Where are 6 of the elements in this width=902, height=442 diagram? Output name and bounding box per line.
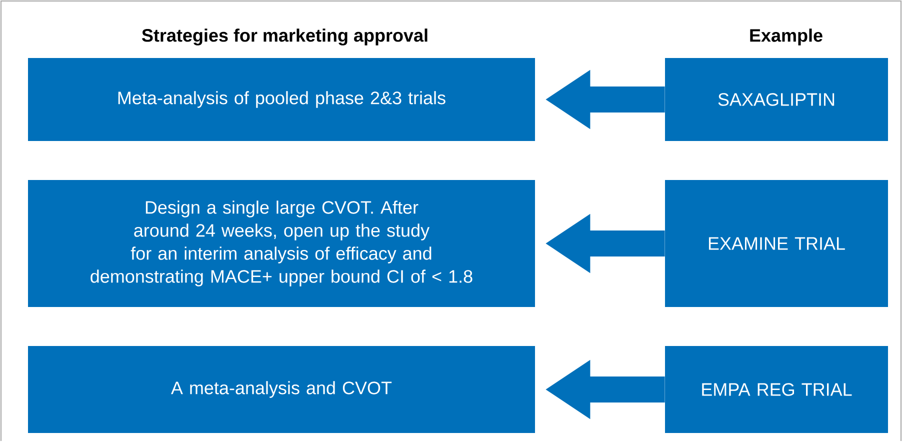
text-box: A meta-analysis and CVOT bbox=[28, 346, 535, 433]
text-box: Design a single large CVOT. After around 24 weeks, open up the study for an interim analysis of efficacy and demonstrating MACE+ upper bound CI of < 1.8 bbox=[28, 180, 535, 307]
text-box: EMPA REG TRIAL bbox=[665, 346, 888, 433]
text-box: SAXAGLIPTIN bbox=[665, 58, 888, 141]
text-box: Meta-analysis of pooled phase 2&3 trials bbox=[28, 58, 535, 141]
text-box: EXAMINE TRIAL bbox=[665, 180, 888, 307]
